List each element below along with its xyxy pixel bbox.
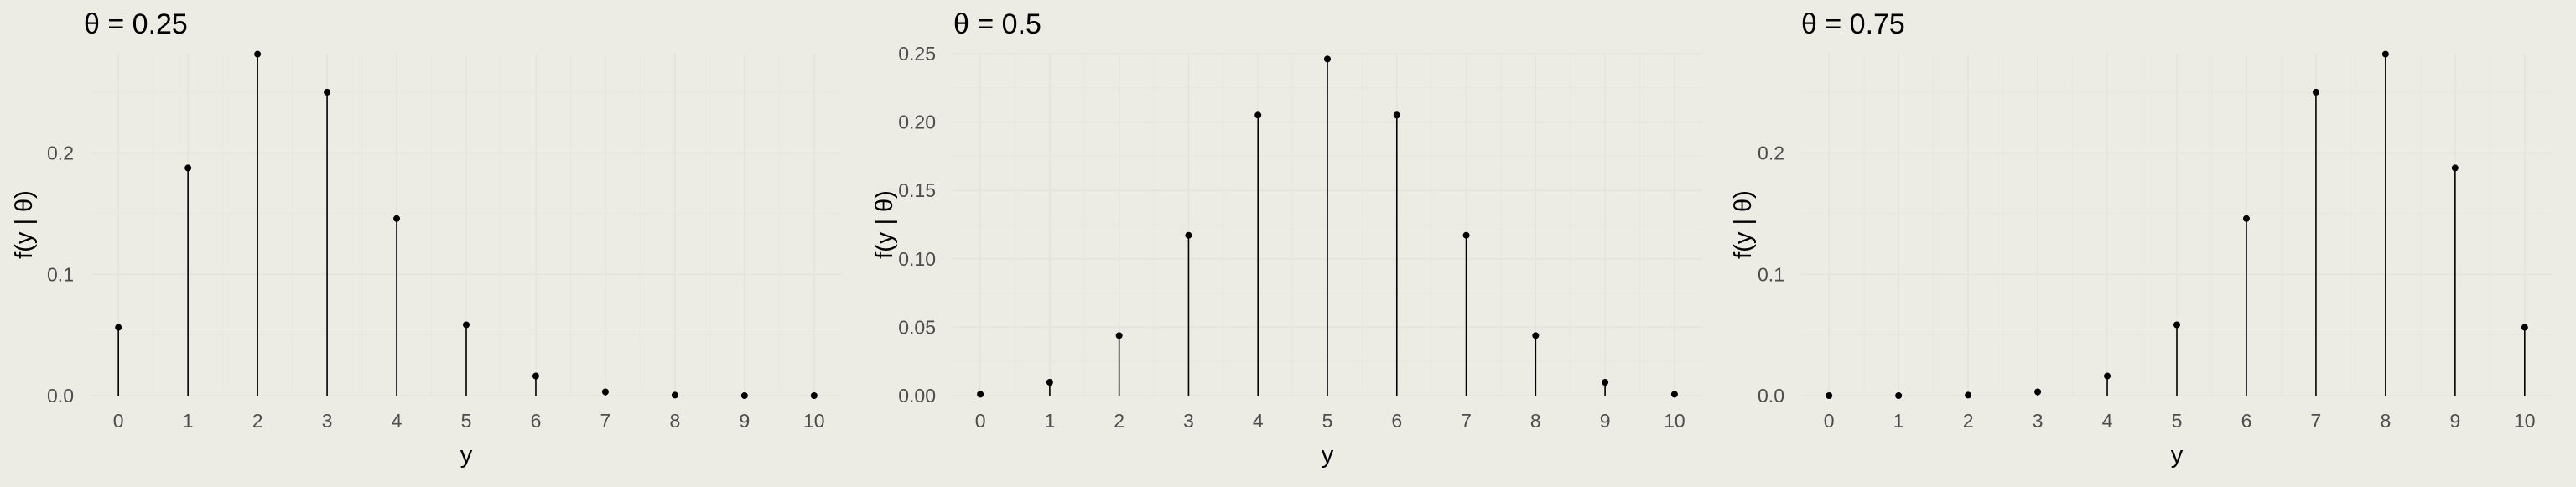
data-point <box>1965 391 1972 399</box>
x-axis-label: y <box>460 442 473 469</box>
data-point <box>1046 379 1053 386</box>
x-tick-label: 0 <box>113 410 124 432</box>
x-tick-label: 8 <box>1530 410 1541 432</box>
x-tick-label: 3 <box>2033 410 2044 432</box>
data-point <box>2521 324 2528 331</box>
y-tick-label: 0.10 <box>898 248 936 270</box>
data-point <box>2312 88 2319 96</box>
x-tick-label: 9 <box>2449 410 2460 432</box>
x-axis-label: y <box>1322 442 1334 469</box>
data-point <box>1532 332 1540 339</box>
data-point <box>740 392 748 399</box>
x-tick-label: 0 <box>1824 410 1835 432</box>
data-point <box>1462 231 1470 239</box>
data-point <box>463 321 470 329</box>
x-tick-label: 0 <box>975 410 986 432</box>
data-point <box>2381 50 2389 58</box>
data-point <box>2451 164 2459 172</box>
chart-title: θ = 0.75 <box>1801 8 1905 40</box>
y-tick-label: 0.0 <box>1758 385 1784 407</box>
x-tick-label: 6 <box>1391 410 1402 432</box>
y-tick-label: 0.1 <box>47 263 74 285</box>
data-point <box>184 164 192 172</box>
x-tick-label: 5 <box>2172 410 2183 432</box>
y-tick-label: 0.25 <box>898 43 936 65</box>
x-tick-label: 9 <box>739 410 750 432</box>
y-tick-label: 0.05 <box>898 316 936 338</box>
y-tick-label: 0.2 <box>1758 142 1784 164</box>
data-point <box>2104 372 2111 380</box>
data-point <box>254 50 262 58</box>
x-tick-label: 7 <box>2311 410 2322 432</box>
x-tick-label: 6 <box>2241 410 2252 432</box>
x-tick-label: 1 <box>183 410 194 432</box>
data-point <box>977 391 984 398</box>
x-tick-label: 7 <box>600 410 611 432</box>
x-tick-label: 1 <box>1893 410 1904 432</box>
chart-panel-1: 0 1 2 3 4 5 6 7 8 9 10 0.00 0.05 0.10 0.15 0.20 0.25 θ = … <box>871 8 1702 469</box>
data-point <box>1393 111 1400 119</box>
y-tick-label: 0.0 <box>47 385 74 407</box>
x-axis-label: y <box>2171 442 2184 469</box>
x-tick-label: 7 <box>1461 410 1472 432</box>
x-tick-label: 2 <box>1963 410 1974 432</box>
x-tick-label: 3 <box>322 410 333 432</box>
x-tick-label: 8 <box>669 410 680 432</box>
y-axis-label: f(y | θ) <box>871 190 898 259</box>
data-point <box>810 392 818 399</box>
data-point <box>1895 392 1903 399</box>
chart-panel-2: 0 1 2 3 4 5 6 7 8 9 10 0.0 0.1 0.2 θ = 0.75 y f(y | θ) <box>1730 8 2553 469</box>
x-tick-label: 2 <box>1114 410 1124 432</box>
y-tick-label: 0.2 <box>47 142 74 164</box>
x-tick-label: 4 <box>2102 410 2113 432</box>
y-axis-label: f(y | θ) <box>1730 190 1757 259</box>
x-tick-label: 2 <box>252 410 263 432</box>
x-tick-label: 8 <box>2380 410 2391 432</box>
data-point <box>115 324 122 331</box>
data-point <box>2034 388 2042 396</box>
y-tick-label: 0.20 <box>898 111 936 133</box>
y-axis-label: f(y | θ) <box>11 190 38 259</box>
x-tick-label: 10 <box>1664 410 1685 432</box>
data-point <box>1602 379 1609 386</box>
data-point <box>324 88 331 96</box>
x-tick-label: 3 <box>1183 410 1194 432</box>
y-tick-label: 0.1 <box>1758 263 1784 285</box>
x-tick-label: 4 <box>392 410 402 432</box>
y-tick-label: 0.15 <box>898 179 936 201</box>
chart-title: θ = 0.25 <box>84 8 188 40</box>
x-tick-label: 5 <box>461 410 472 432</box>
x-tick-label: 10 <box>2514 410 2536 432</box>
data-point <box>1324 55 1331 63</box>
x-tick-label: 4 <box>1253 410 1264 432</box>
data-point <box>1254 111 1262 119</box>
data-point <box>671 391 678 399</box>
data-point <box>2174 321 2180 329</box>
x-tick-label: 6 <box>531 410 542 432</box>
y-tick-label: 0.00 <box>898 385 936 407</box>
data-point <box>393 215 401 222</box>
data-point <box>532 372 539 380</box>
data-point <box>601 388 609 396</box>
chart-title: θ = 0.5 <box>953 8 1041 40</box>
data-point <box>1185 231 1192 239</box>
data-point <box>1670 391 1678 398</box>
data-point <box>2242 215 2250 222</box>
chart-panel-0: 0 1 2 3 4 5 6 7 8 9 10 0.0 0.1 0.2 θ = 0.25 y f(y | θ) <box>11 8 842 469</box>
x-tick-label: 1 <box>1044 410 1055 432</box>
x-tick-label: 10 <box>803 410 825 432</box>
x-tick-label: 5 <box>1322 410 1333 432</box>
data-point <box>1826 392 1833 399</box>
x-tick-label: 9 <box>1600 410 1611 432</box>
data-point <box>1115 332 1123 339</box>
